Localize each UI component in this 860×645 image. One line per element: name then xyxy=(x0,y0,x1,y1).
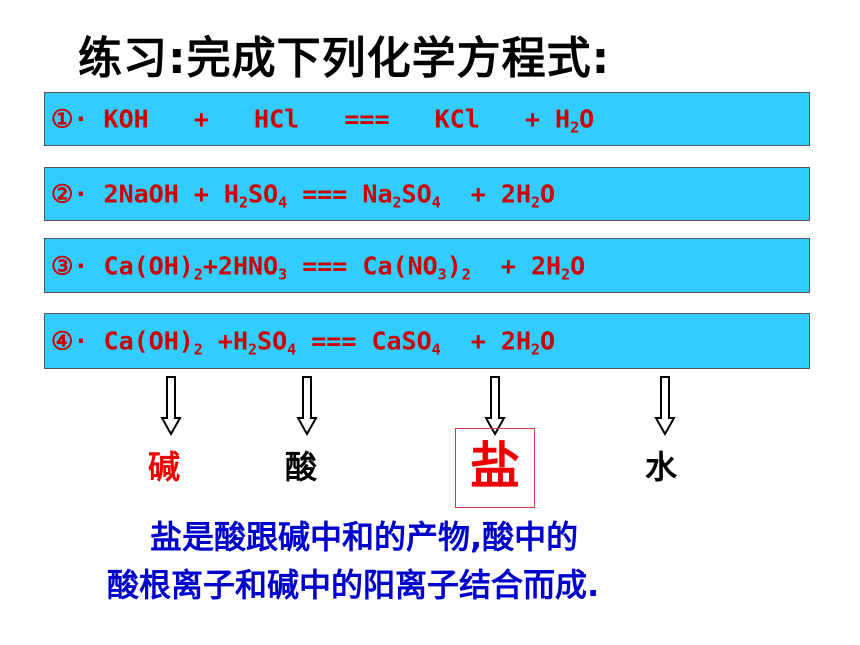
subscript: 4 xyxy=(278,193,288,212)
equation-segment: O xyxy=(540,179,556,209)
description-line-1: 盐是酸跟碱中和的产物,酸中的 xyxy=(150,518,579,556)
equation-segment: 2NaOH + H xyxy=(88,179,239,209)
salt-highlight-box: 盐 xyxy=(455,428,535,508)
equation-segment: + 2H xyxy=(440,179,531,209)
equation-box-3: ③· Ca(OH)2+2HNO3 === Ca(NO3)2 + 2H2O xyxy=(44,238,810,293)
equation-segment: O xyxy=(570,251,586,280)
subscript: 2 xyxy=(193,265,203,283)
equation-segment: +H xyxy=(202,326,249,356)
equation-segment: + 2H xyxy=(440,326,531,356)
equation-segment: O xyxy=(579,104,595,134)
subscript: 3 xyxy=(437,265,447,283)
subscript: 4 xyxy=(287,340,297,359)
down-arrow-icon xyxy=(160,376,182,436)
subscript: 2 xyxy=(570,118,580,137)
subscript: 2 xyxy=(531,193,541,212)
subscript: 4 xyxy=(431,340,441,359)
subscript: 2 xyxy=(561,265,571,283)
equation-segment: KOH + HCl === KCl + H xyxy=(88,104,571,134)
label-water: 水 xyxy=(645,448,678,486)
equation-text-3: ③· Ca(OH)2+2HNO3 === Ca(NO3)2 + 2H2O xyxy=(51,251,586,283)
equation-box-2: ②· 2NaOH + H2SO4 === Na2SO4 + 2H2O xyxy=(44,167,810,221)
equation-segment: + 2H xyxy=(470,251,562,280)
equation-segment: SO xyxy=(248,179,279,209)
equation-segment: ) xyxy=(446,251,462,280)
equation-segment: Ca(OH) xyxy=(88,251,194,280)
equation-segment: +2HNO xyxy=(202,251,279,280)
equation-segment: Ca(OH) xyxy=(88,326,194,356)
subscript: 2 xyxy=(248,340,258,359)
equation-number: ③· xyxy=(51,251,89,280)
equation-number: ④· xyxy=(51,326,89,356)
equation-text-2: ②· 2NaOH + H2SO4 === Na2SO4 + 2H2O xyxy=(51,179,556,212)
equation-segment: === Na xyxy=(287,179,393,209)
label-acid: 酸 xyxy=(285,448,318,486)
equation-segment: SO xyxy=(257,326,288,356)
equation-text-1: ①· KOH + HCl === KCl + H2O xyxy=(51,104,595,137)
equation-segment: SO xyxy=(401,179,432,209)
label-base: 碱 xyxy=(148,448,181,486)
equation-segment: === CaSO xyxy=(296,326,432,356)
subscript: 2 xyxy=(238,193,249,212)
equation-number: ②· xyxy=(51,179,89,209)
subscript: 2 xyxy=(531,340,541,359)
subscript: 3 xyxy=(278,265,288,283)
equation-segment: === Ca(NO xyxy=(287,251,438,280)
equation-text-4: ④· Ca(OH)2 +H2SO4 === CaSO4 + 2H2O xyxy=(51,326,556,359)
down-arrow-icon xyxy=(296,376,318,436)
subscript: 2 xyxy=(461,265,471,283)
down-arrow-icon xyxy=(654,376,676,436)
equation-box-1: ①· KOH + HCl === KCl + H2O xyxy=(44,92,810,146)
down-arrow-icon xyxy=(484,376,506,436)
label-salt: 盐 xyxy=(470,437,520,495)
equation-segment: O xyxy=(540,326,556,356)
subscript: 2 xyxy=(193,340,203,359)
equation-number: ①· xyxy=(51,104,89,134)
page-title: 练习:完成下列化学方程式: xyxy=(78,33,611,84)
subscript: 2 xyxy=(392,193,402,212)
subscript: 4 xyxy=(431,193,441,212)
equation-box-4: ④· Ca(OH)2 +H2SO4 === CaSO4 + 2H2O xyxy=(44,313,810,369)
description-line-2: 酸根离子和碱中的阳离子结合而成. xyxy=(107,566,600,604)
